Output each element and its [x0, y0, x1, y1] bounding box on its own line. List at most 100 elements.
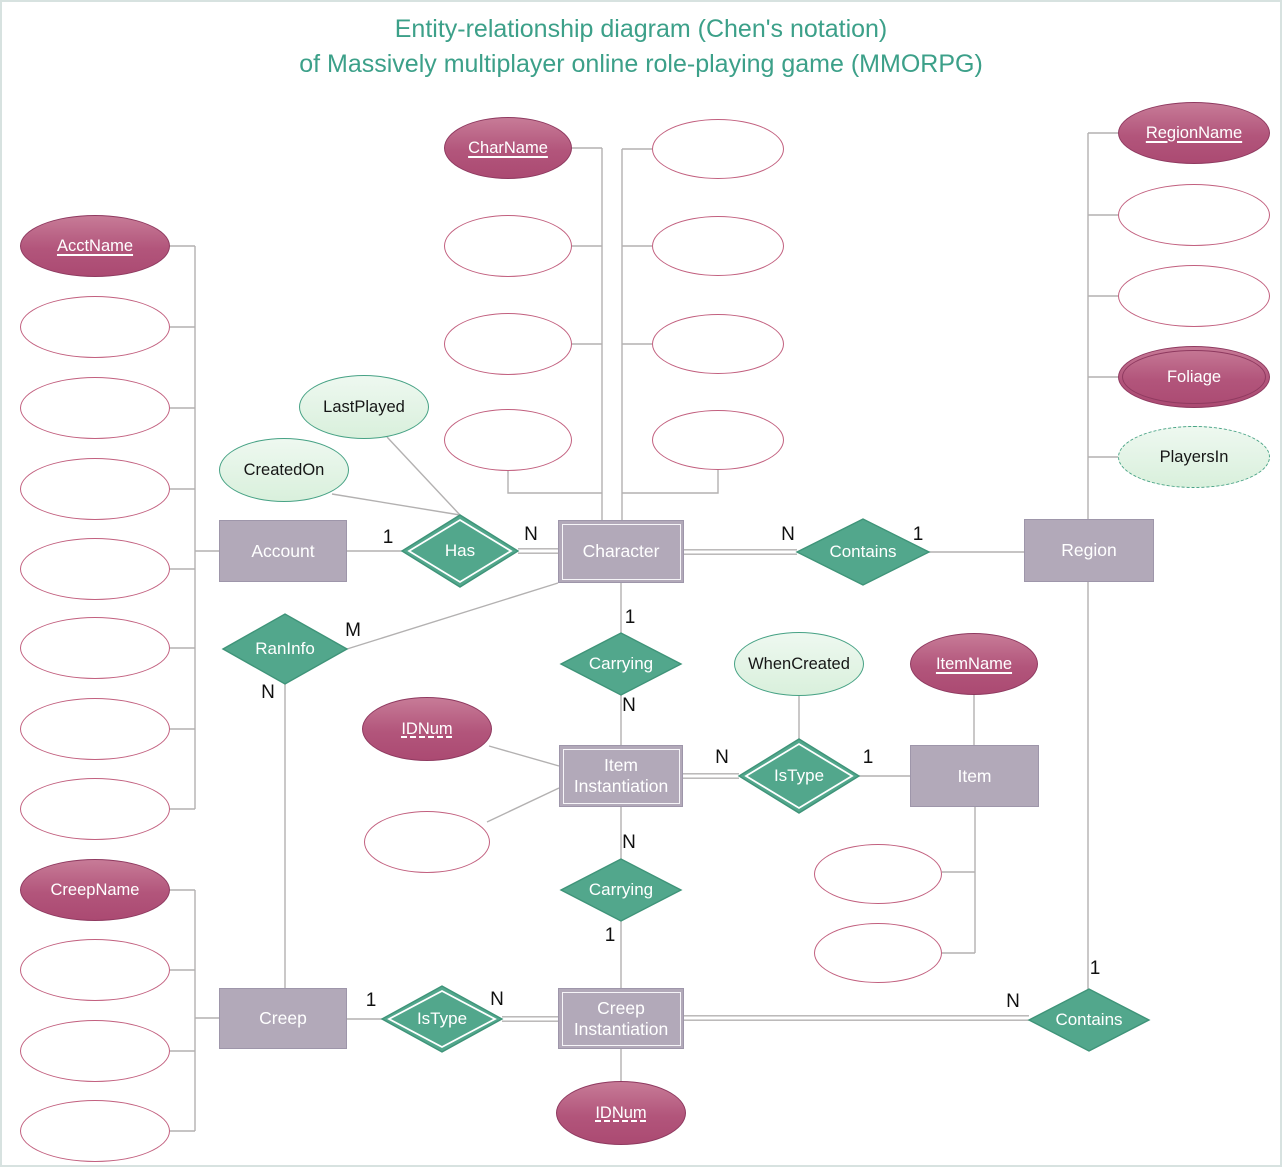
entity-region: Region [1024, 519, 1154, 582]
cardinality-label: N [261, 682, 275, 703]
attribute-sbscrbremail: SbscrbrEmail [20, 617, 170, 679]
relationship-label-istype-item: IsType [773, 766, 825, 785]
cardinality-label: 1 [862, 747, 874, 768]
entity-creep-instantiation: Creep Instantiation [558, 988, 684, 1049]
diagram-title-line2: of Massively multiplayer online role-pla… [299, 49, 983, 78]
attribute-label-maxmana: MaxMana [681, 236, 755, 255]
entity-item-instantiation: Item Instantiation [559, 745, 683, 807]
relationship-diamond-inner-line [387, 989, 497, 1049]
attribute-label-level: Level [488, 236, 528, 255]
attribute-maxhitpoints: MaxHitPoints [652, 119, 784, 179]
cardinality-label: N [781, 524, 795, 545]
relationship-diamond-contains-top [795, 518, 931, 586]
attribute-label-foliage: Foliage [1166, 367, 1222, 386]
attribute-label-currhitpoints: CurrHitPoints [668, 334, 768, 353]
cardinality-label: 1 [912, 524, 924, 545]
attribute-label-maxhitpoints: MaxHitPoints [669, 139, 767, 158]
attribute-label-itemdamage: ItemDamage [830, 943, 926, 962]
connector-line [488, 745, 560, 767]
attribute-idnum-item: IDNum [362, 697, 492, 761]
attribute-acctcreatedon: AcctCreatedOn [20, 778, 170, 840]
attribute-idnum-creep: IDNum [556, 1081, 686, 1145]
attribute-label-createdon: CreatedOn [243, 460, 325, 479]
attribute-label-acctcreatedon: AcctCreatedOn [38, 799, 152, 818]
cardinality-label: 1 [1089, 958, 1101, 979]
relationship-label-raninfo: RanInfo [255, 639, 315, 658]
attribute-label-type: Type [490, 430, 526, 449]
relationship-diamond-raninfo [221, 613, 349, 685]
relationship-diamond-inner-line [407, 518, 513, 584]
attribute-sbscrbraddress: SbscrbrAddress [20, 538, 170, 600]
attribute-regionname: RegionName [1118, 102, 1270, 164]
attribute-createdon: CreatedOn [219, 438, 349, 502]
connector-line [622, 470, 719, 494]
relationship-diamond-carrying-lower [559, 858, 683, 922]
entity-item: Item [910, 745, 1039, 807]
attribute-climate: Climate [1118, 184, 1270, 246]
entity-creep: Creep [219, 988, 347, 1049]
entity-label-creep-instantiation: Creep Instantiation [573, 997, 669, 1039]
attribute-exppoints: ExpPoints [444, 313, 572, 375]
attribute-label-hitpoints: HitPoints [61, 960, 129, 979]
cardinality-label: 1 [382, 527, 394, 548]
cardinality-label: N [715, 747, 729, 768]
attribute-label-itemname: ItemName [935, 654, 1013, 673]
entity-label-character: Character [582, 541, 660, 561]
attribute-password: Password [20, 296, 170, 358]
attribute-lastsignedon: LastSignedOn [20, 377, 170, 439]
attribute-label-exppoints: ExpPoints [470, 334, 546, 353]
attribute-label-sbscrbrphone: SbscrbrPhone [42, 719, 148, 738]
cardinality-label: N [524, 524, 538, 545]
attribute-mana: Mana [20, 1020, 170, 1082]
relationship-diamond-istype-creep [380, 985, 504, 1053]
cardinality-label: N [1006, 991, 1020, 1012]
attribute-label-charname: CharName [468, 138, 548, 157]
attribute-label-idnum-creep: IDNum [595, 1103, 647, 1122]
relationship-diamond-has [400, 514, 520, 588]
cardinality-label: N [622, 695, 636, 716]
attribute-label-idnum-item: IDNum [401, 719, 453, 738]
entity-character: Character [558, 520, 684, 583]
entity-label-creep: Creep [259, 1008, 307, 1028]
relationship-label-has: Has [444, 541, 476, 560]
entity-label-item: Item [957, 765, 992, 786]
relationship-label-carrying-upper: Carrying [588, 654, 654, 673]
attribute-sbscrbrphone: SbscrbrPhone [20, 698, 170, 760]
attribute-label-lastsignedon: LastSignedOn [42, 398, 148, 417]
attribute-currhitpoints: CurrHitPoints [652, 314, 784, 374]
attribute-creepname: CreepName [20, 859, 170, 921]
attribute-sbscrbrname: SbscrbrName [20, 458, 170, 520]
attribute-modifier: Modifier [364, 811, 490, 873]
attribute-charname: CharName [444, 117, 572, 179]
attribute-whencreated: WhenCreated [734, 632, 864, 696]
attribute-type: Type [444, 409, 572, 471]
attribute-itemtype: ItemType [814, 844, 942, 904]
relationship-label-carrying-lower: Carrying [588, 880, 654, 899]
relationship-diamond-istype-item [737, 738, 861, 814]
attribute-label-climate: Climate [1166, 205, 1222, 224]
cardinality-label: M [345, 620, 361, 641]
relationship-diamond-contains-bottom [1027, 988, 1151, 1052]
attribute-acctname: AcctName [20, 215, 170, 277]
attribute-label-sbscrbrname: SbscrbrName [44, 479, 146, 498]
connector-line [486, 787, 560, 823]
attribute-label-acctname: AcctName [56, 236, 134, 255]
cardinality-label: N [622, 832, 636, 853]
attribute-attack: Attack [20, 1100, 170, 1162]
attribute-label-regionname: RegionName [1145, 123, 1243, 142]
connector-line [507, 471, 602, 494]
attribute-label-attack: Attack [72, 1121, 118, 1140]
relationship-diamond-carrying-upper [559, 632, 683, 696]
attribute-itemdamage: ItemDamage [814, 923, 942, 983]
diagram-title: Entity-relationship diagram (Chen's nota… [2, 12, 1280, 81]
relationship-label-contains-top: Contains [829, 542, 897, 561]
attribute-itemname: ItemName [910, 633, 1038, 695]
entity-label-region: Region [1061, 540, 1117, 560]
attribute-label-modifier: Modifier [397, 832, 457, 851]
entity-label-account: Account [251, 540, 315, 561]
attribute-playersin: PlayersIn [1118, 426, 1270, 488]
diagram-title-line1: Entity-relationship diagram (Chen's nota… [394, 15, 888, 43]
connector-line [386, 436, 461, 516]
